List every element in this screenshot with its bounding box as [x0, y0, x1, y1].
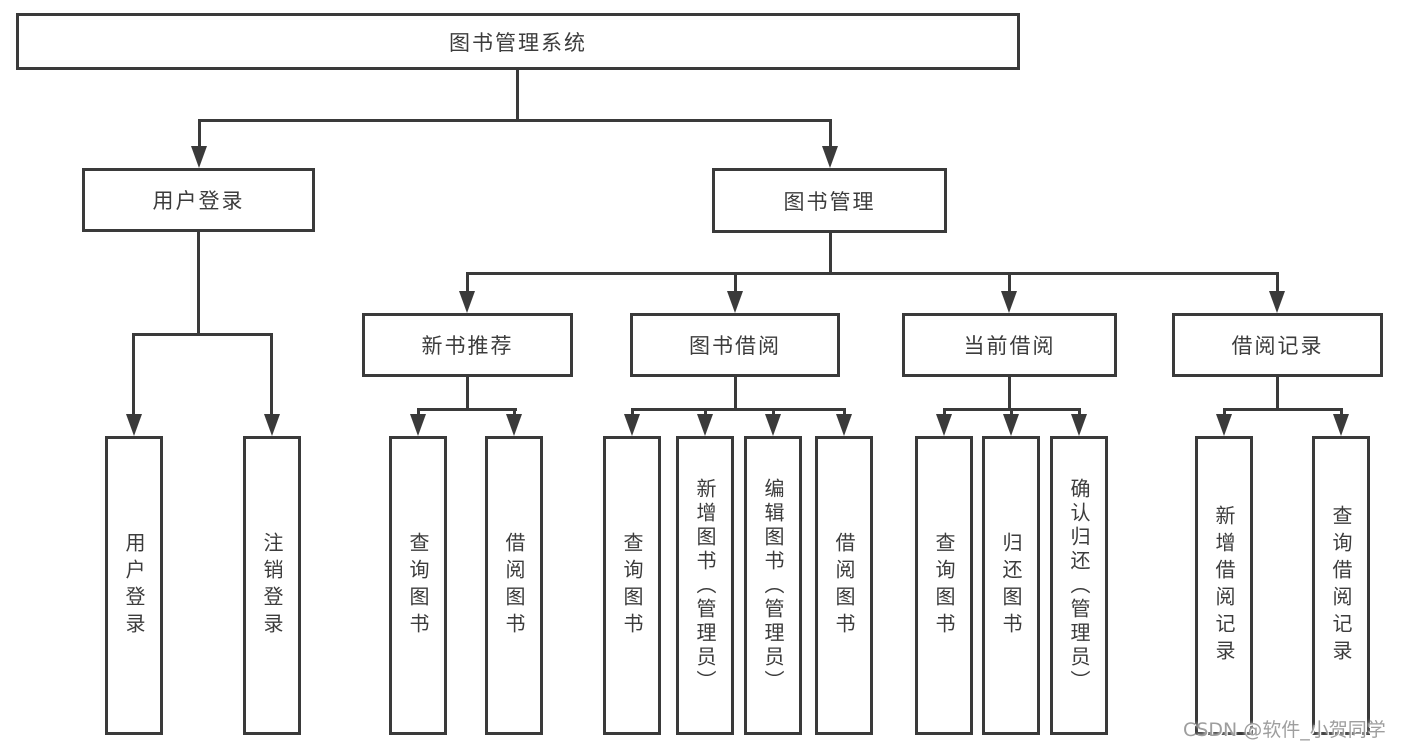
csdn-watermark: CSDN @软件_小贺同学 — [1183, 719, 1386, 741]
leaf-add-book-admin-label: 新增图书（管理员） — [693, 477, 717, 694]
leaf-query-book-current: 查询图书 — [915, 436, 973, 735]
connector-line — [132, 333, 135, 416]
leaf-query-book-borrowing-label: 查询图书 — [620, 531, 644, 640]
leaf-borrow-book-recommend: 借阅图书 — [485, 436, 543, 735]
connector-line — [466, 272, 1279, 275]
node-borrowing-records-label: 借阅记录 — [1231, 334, 1324, 358]
connector-line — [843, 408, 846, 417]
leaf-query-book-current-label: 查询图书 — [932, 531, 956, 640]
connector-line — [1223, 408, 1226, 417]
arrow-down-icon — [1216, 414, 1232, 436]
arrow-down-icon — [506, 414, 522, 436]
node-book-management: 图书管理 — [712, 168, 947, 233]
arrow-down-icon — [765, 414, 781, 436]
node-user-login-label: 用户登录 — [152, 189, 245, 213]
leaf-query-book-borrowing: 查询图书 — [603, 436, 661, 735]
arrow-down-icon — [836, 414, 852, 436]
connector-line — [417, 408, 420, 417]
connector-line — [132, 333, 273, 336]
connector-line — [704, 408, 707, 417]
node-current-borrowing-label: 当前借阅 — [963, 334, 1056, 358]
connector-line — [943, 408, 946, 417]
connector-line — [1276, 272, 1279, 294]
arrow-down-icon — [191, 146, 207, 168]
node-book-borrowing: 图书借阅 — [630, 313, 840, 377]
connector-line — [772, 408, 775, 417]
connector-line — [631, 408, 846, 411]
connector-line — [198, 119, 832, 122]
leaf-query-borrow-record-label: 查询借阅记录 — [1329, 504, 1353, 667]
connector-line — [466, 272, 469, 294]
connector-line — [466, 377, 469, 411]
leaf-borrow-book-recommend-label: 借阅图书 — [502, 531, 526, 640]
node-root: 图书管理系统 — [16, 13, 1020, 70]
connector-line — [1276, 377, 1279, 411]
leaf-user-login-label: 用户登录 — [122, 531, 146, 640]
arrow-down-icon — [1001, 291, 1017, 313]
node-root-label: 图书管理系统 — [449, 30, 587, 55]
arrow-down-icon — [936, 414, 952, 436]
leaf-query-book-recommend: 查询图书 — [389, 436, 447, 735]
connector-line — [516, 70, 519, 121]
arrow-down-icon — [624, 414, 640, 436]
connector-line — [1008, 272, 1011, 294]
arrow-down-icon — [822, 146, 838, 168]
arrow-down-icon — [410, 414, 426, 436]
node-new-book-recommend-label: 新书推荐 — [421, 334, 514, 358]
connector-line — [1008, 377, 1011, 411]
connector-line — [1010, 408, 1013, 417]
leaf-confirm-return-admin-label: 确认归还（管理员） — [1067, 477, 1091, 694]
connector-line — [513, 408, 516, 417]
arrow-down-icon — [1003, 414, 1019, 436]
arrow-down-icon — [697, 414, 713, 436]
connector-line — [631, 408, 634, 417]
leaf-edit-book-admin: 编辑图书（管理员） — [744, 436, 802, 735]
node-borrowing-records: 借阅记录 — [1172, 313, 1383, 377]
connector-line — [198, 119, 201, 150]
leaf-add-borrow-record: 新增借阅记录 — [1195, 436, 1253, 735]
arrow-down-icon — [1333, 414, 1349, 436]
leaf-query-book-recommend-label: 查询图书 — [406, 531, 430, 640]
connector-line — [734, 377, 737, 411]
arrow-down-icon — [1071, 414, 1087, 436]
leaf-add-borrow-record-label: 新增借阅记录 — [1212, 504, 1236, 667]
leaf-confirm-return-admin: 确认归还（管理员） — [1050, 436, 1108, 735]
leaf-return-book: 归还图书 — [982, 436, 1040, 735]
connector-line — [1078, 408, 1081, 417]
arrow-down-icon — [126, 414, 142, 436]
connector-line — [734, 272, 737, 294]
leaf-query-borrow-record: 查询借阅记录 — [1312, 436, 1370, 735]
arrow-down-icon — [1269, 291, 1285, 313]
connector-line — [197, 232, 200, 336]
node-book-borrowing-label: 图书借阅 — [689, 334, 781, 358]
connector-line — [1340, 408, 1343, 417]
leaf-edit-book-admin-label: 编辑图书（管理员） — [761, 477, 785, 694]
node-book-management-label: 图书管理 — [783, 189, 876, 214]
node-current-borrowing: 当前借阅 — [902, 313, 1117, 377]
leaf-borrow-book: 借阅图书 — [815, 436, 873, 735]
node-new-book-recommend: 新书推荐 — [362, 313, 573, 377]
leaf-logout-label: 注销登录 — [260, 531, 284, 640]
connector-line — [1223, 408, 1343, 411]
connector-line — [829, 233, 832, 275]
leaf-add-book-admin: 新增图书（管理员） — [676, 436, 734, 735]
leaf-user-login: 用户登录 — [105, 436, 163, 735]
connector-line — [829, 119, 832, 150]
arrow-down-icon — [459, 291, 475, 313]
connector-line — [417, 408, 517, 411]
node-user-login: 用户登录 — [82, 168, 315, 232]
leaf-borrow-book-label: 借阅图书 — [832, 531, 856, 640]
leaf-logout: 注销登录 — [243, 436, 301, 735]
connector-line — [270, 333, 273, 416]
arrow-down-icon — [264, 414, 280, 436]
arrow-down-icon — [727, 291, 743, 313]
leaf-return-book-label: 归还图书 — [999, 531, 1023, 640]
